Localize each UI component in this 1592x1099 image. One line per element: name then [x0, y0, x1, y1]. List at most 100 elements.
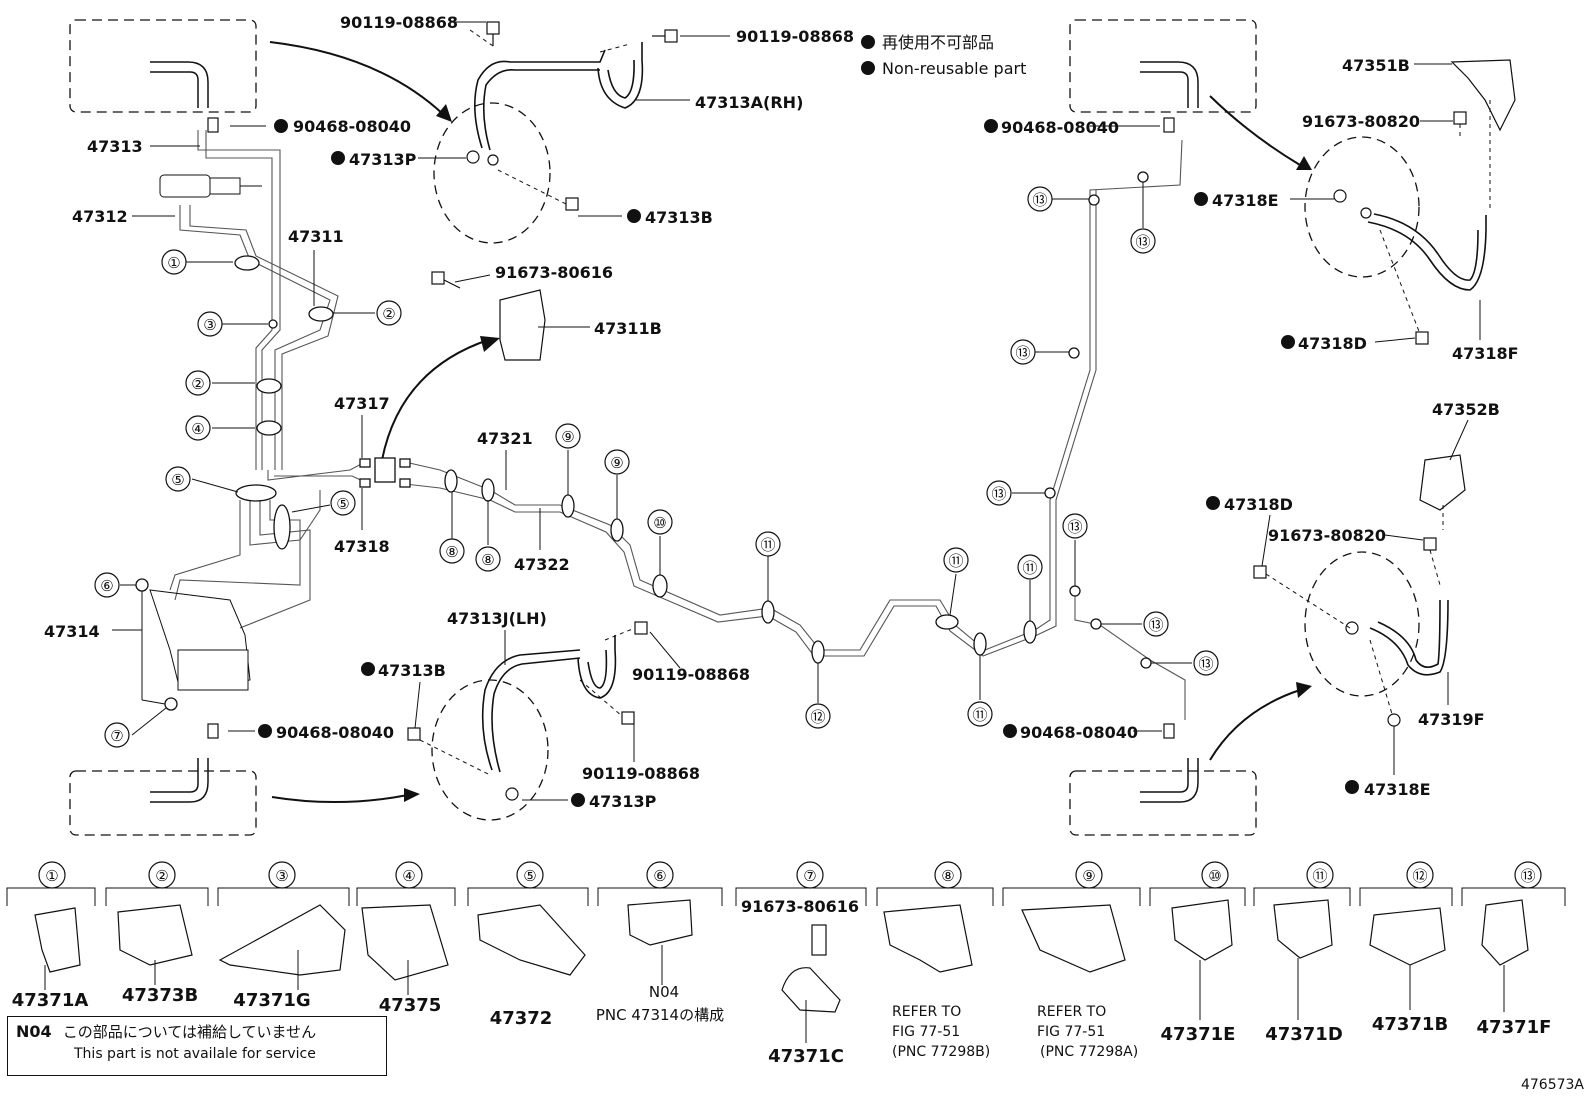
row-7-bolt: 91673-80616	[741, 897, 859, 916]
row-part-47371f: 47371F	[1477, 1017, 1552, 1038]
row-part-47375: 47375	[379, 995, 442, 1016]
detail-circle-rl	[431, 679, 549, 821]
row-num-4: ④	[402, 867, 415, 885]
row-num-8: ⑧	[941, 867, 954, 885]
callout-8-a: ⑧	[445, 543, 458, 561]
detail-circle-fr	[433, 102, 551, 244]
row-part-47371g: 47371G	[233, 990, 310, 1011]
row-9-ref2: FIG 77-51	[1037, 1024, 1105, 1040]
figure-id: 476573A	[1520, 1077, 1584, 1093]
row-part-47371d: 47371D	[1265, 1024, 1343, 1045]
row-9-ref1: REFER TO	[1037, 1004, 1106, 1020]
label-91673-80616: 91673-80616	[495, 263, 613, 282]
row-num-11: ⑪	[1312, 867, 1327, 885]
row-num-2: ②	[155, 867, 168, 885]
callout-2-right: ②	[382, 305, 395, 323]
label-90468-d: 90468-08040	[1020, 723, 1138, 742]
label-47312: 47312	[72, 207, 128, 226]
label-90119-c: 90119-08868	[632, 665, 750, 684]
callout-13-b: ⑬	[1135, 233, 1150, 251]
callout-11-d: ⑪	[1022, 559, 1037, 577]
row-num-13: ⑬	[1520, 867, 1535, 885]
legend-en: Non-reusable part	[882, 59, 1026, 78]
label-47311b: 47311B	[594, 319, 662, 338]
callout-3-main: ③	[203, 316, 216, 334]
row-num-7: ⑦	[803, 867, 816, 885]
row-6-code: N04	[649, 983, 679, 1001]
callout-10-main: ⑩	[653, 514, 666, 532]
row-part-47373b: 47373B	[122, 985, 198, 1006]
callout-9-b: ⑨	[610, 454, 623, 472]
front-left-wheel-area	[69, 19, 257, 113]
row-num-6: ⑥	[653, 867, 666, 885]
label-90468-c: 90468-08040	[1001, 118, 1119, 137]
row-part-47372: 47372	[490, 1008, 553, 1029]
note-code: N04	[16, 1022, 52, 1041]
note-en: This part is not availale for service	[74, 1046, 316, 1062]
label-47313j: 47313J(LH)	[447, 609, 547, 628]
callout-11-c: ⑪	[972, 706, 987, 724]
label-47313b-bot: 47313B	[378, 661, 446, 680]
label-47313p-top: 47313P	[349, 150, 417, 169]
label-47314: 47314	[44, 622, 100, 641]
row-9-ref3: (PNC 77298A)	[1040, 1044, 1138, 1060]
row-num-5: ⑤	[523, 867, 536, 885]
callout-13-c: ⑬	[1015, 344, 1030, 362]
row-8-ref1: REFER TO	[892, 1004, 961, 1020]
callout-12-main: ⑫	[810, 708, 825, 726]
label-90468-b: 90468-08040	[276, 723, 394, 742]
row-num-12: ⑫	[1412, 867, 1427, 885]
row-part-47371e: 47371E	[1161, 1024, 1236, 1045]
callout-5-right: ⑤	[336, 495, 349, 513]
label-47318f: 47318F	[1452, 344, 1519, 363]
front-right-wheel-area	[1069, 19, 1257, 113]
service-note: N04 この部品については補給していません This part is not a…	[7, 1016, 387, 1076]
label-47322: 47322	[514, 555, 570, 574]
callout-5-left: ⑤	[171, 471, 184, 489]
callout-11-a: ⑪	[760, 536, 775, 554]
label-47313: 47313	[87, 137, 143, 156]
rear-left-wheel-area	[69, 770, 257, 836]
callout-13-a: ⑬	[1032, 191, 1047, 209]
callout-6-main: ⑥	[100, 577, 113, 595]
callout-13-e: ⑬	[1067, 518, 1082, 536]
row-part-47371a: 47371A	[12, 990, 89, 1011]
row-part-47371b: 47371B	[1372, 1014, 1448, 1035]
label-90119-a: 90119-08868	[340, 13, 458, 32]
row-6-sub: PNC 47314の構成	[596, 1006, 724, 1024]
callout-9-a: ⑨	[561, 428, 574, 446]
label-47317: 47317	[334, 394, 390, 413]
callout-11-b: ⑪	[948, 552, 963, 570]
note-jp: この部品については補給していません	[62, 1023, 317, 1041]
row-8-ref3: (PNC 77298B)	[892, 1044, 990, 1060]
callout-1-main: ①	[167, 254, 180, 272]
label-47313b-top: 47313B	[645, 208, 713, 227]
label-47321: 47321	[477, 429, 533, 448]
rear-right-wheel-area	[1069, 770, 1257, 836]
label-91673-80820-a: 91673-80820	[1302, 112, 1420, 131]
label-90119-d: 90119-08868	[582, 764, 700, 783]
parts-row: ① ② ③ ④ ⑤ ⑥ ⑦ ⑧ ⑨ ⑩ ⑪ ⑫ ⑬	[6, 861, 1566, 1067]
label-47319f: 47319F	[1418, 710, 1485, 729]
label-47318d-top: 47318D	[1298, 334, 1367, 353]
label-91673-80820-b: 91673-80820	[1268, 526, 1386, 545]
label-90468-a: 90468-08040	[293, 117, 411, 136]
legend: 再使用不可部品 Non-reusable part	[861, 33, 1026, 78]
row-8-ref2: FIG 77-51	[892, 1024, 960, 1040]
callout-7-main: ⑦	[110, 727, 123, 745]
label-47318e-top: 47318E	[1212, 191, 1279, 210]
callout-circles: ① ② ③ ② ④ ⑤ ⑤ ⑥ ⑦ ⑧ ⑧ ⑨ ⑨ ⑩ ⑪ ⑫ ⑪ ⑪ ⑪ ⑬ …	[94, 186, 1219, 748]
detail-circle-rr-top	[1304, 136, 1420, 278]
callout-8-b: ⑧	[481, 551, 494, 569]
row-num-10: ⑩	[1208, 867, 1221, 885]
callout-13-f: ⑬	[1148, 616, 1163, 634]
label-47311: 47311	[288, 227, 344, 246]
label-47318d-bot: 47318D	[1224, 495, 1293, 514]
callout-13-d: ⑬	[991, 485, 1006, 503]
row-part-47371c: 47371C	[768, 1046, 844, 1067]
label-47318: 47318	[334, 537, 390, 556]
label-47318e-bot: 47318E	[1364, 780, 1431, 799]
callout-13-g: ⑬	[1198, 655, 1213, 673]
label-47313p-bot: 47313P	[589, 792, 657, 811]
callout-4-main: ④	[191, 420, 204, 438]
